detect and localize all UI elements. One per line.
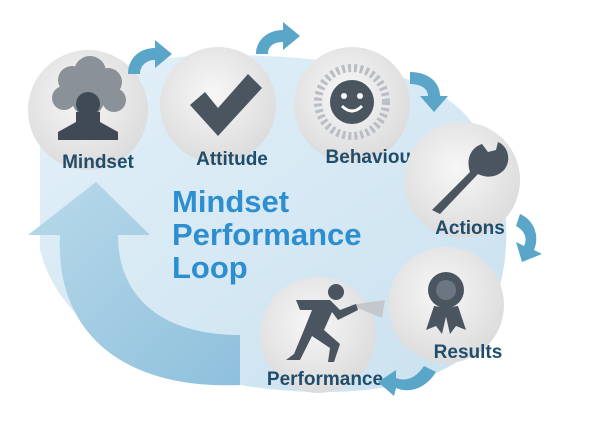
arrow-results-to-performance [378, 366, 436, 396]
arrow-mindset-to-attitude [128, 40, 172, 74]
head-cloud-icon [52, 56, 126, 140]
wrench-icon [432, 142, 509, 214]
arrow-behaviour-to-actions [410, 72, 448, 112]
title-line-2: Performance [172, 217, 362, 252]
connector-arrows [128, 22, 542, 396]
stage-label-results: Results [434, 342, 503, 363]
arrow-actions-to-results [516, 214, 542, 262]
stage-actions: Actions [404, 122, 520, 239]
stage-label-attitude: Attitude [196, 149, 268, 170]
stage-label-actions: Actions [435, 218, 505, 239]
diagram-title: Mindset Performance Loop [172, 184, 362, 285]
stage-attitude: Attitude [160, 47, 276, 170]
award-ribbon-icon [426, 272, 466, 334]
stage-mindset: Mindset [28, 50, 148, 173]
speed-line [350, 300, 385, 318]
stage-behaviour: Behaviour [294, 47, 419, 168]
sprinter-icon [286, 284, 358, 362]
stage-label-mindset: Mindset [62, 152, 134, 173]
stage-results: Results [388, 247, 504, 363]
stage-label-performance: Performance [267, 369, 383, 390]
checkmark-icon [190, 74, 262, 136]
stage-performance: Performance [260, 277, 385, 393]
smiley-gauge-icon [314, 64, 390, 140]
arrow-attitude-to-behaviour [256, 22, 300, 54]
stage-label-behaviour: Behaviour [326, 147, 420, 168]
big-loop-arrow [28, 182, 240, 386]
title-line-3: Loop [172, 250, 248, 285]
title-line-1: Mindset [172, 184, 289, 219]
